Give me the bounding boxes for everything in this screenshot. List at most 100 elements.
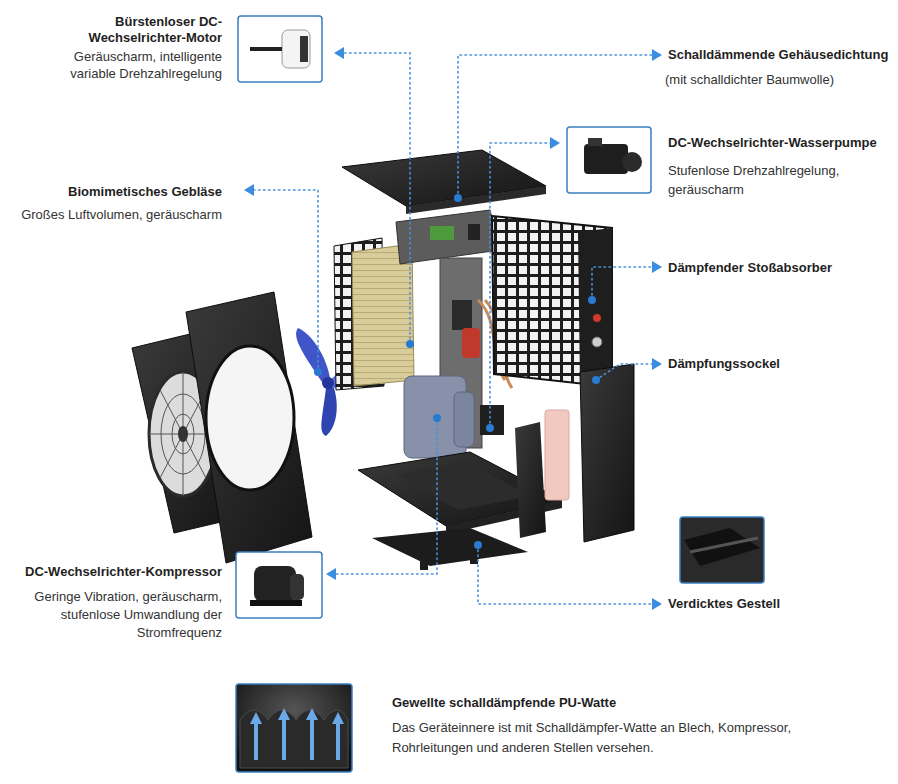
- leader-dots: [314, 194, 600, 549]
- front-grille-part-part: [161, 394, 205, 474]
- leader-lines-part: [334, 418, 437, 574]
- callout-text: Das Geräteinnere ist mit Schalldämpfer-W…: [392, 718, 792, 758]
- base-pan-part: [396, 462, 530, 510]
- fan-blades-part: [296, 328, 330, 382]
- leader-lines-part: [478, 545, 654, 604]
- front-grille-part-part: [160, 390, 206, 478]
- interior-part: [480, 405, 504, 435]
- pump-thumbnail-part: [622, 152, 642, 172]
- motor-thumbnail-part: [282, 30, 310, 68]
- callout-title: Biomimetisches Gebläse: [12, 184, 222, 200]
- interior-part: [452, 300, 472, 330]
- foam-thumbnail-part-part: [306, 708, 318, 760]
- foam-thumbnail-part: [250, 708, 344, 760]
- leader-arrowheads-part: [652, 49, 662, 61]
- foam-thumbnail-part-part: [332, 712, 344, 760]
- foam-thumbnail-part-part: [250, 712, 262, 760]
- control-box: [396, 210, 500, 264]
- front-panel: [186, 292, 312, 563]
- leader-arrowheads-part: [652, 598, 662, 610]
- compressor-thumbnail-part: [236, 552, 322, 618]
- right-grille: [492, 216, 612, 387]
- control-box-part: [468, 224, 480, 240]
- foam-thumbnail-part: [236, 684, 352, 772]
- front-panel-part: [206, 346, 294, 490]
- callout-title: Schalldämmende Gehäusedichtung: [668, 47, 890, 63]
- control-box-part: [430, 226, 454, 240]
- pump-thumbnail-part: [588, 138, 602, 146]
- leader-lines: [252, 53, 654, 604]
- right-grille-part: [492, 216, 612, 387]
- leader-arrowheads-part: [244, 184, 254, 196]
- leader-arrowheads-part: [652, 358, 662, 370]
- foam-thumbnail-part: [240, 710, 348, 768]
- side-parts: [515, 364, 634, 542]
- leader-lines-part: [344, 53, 410, 344]
- top-lid: [342, 150, 546, 214]
- frame-thumbnail: [680, 517, 764, 583]
- callout-title: Bürstenloser DC-Wechselrichter-Motor: [22, 14, 222, 46]
- right-grille-part: [593, 314, 601, 322]
- leader-lines-part: [252, 190, 318, 372]
- leader-dots-part: [588, 296, 596, 304]
- compressor-thumbnail-part: [290, 574, 304, 600]
- foam-thumbnail-part-part: [278, 708, 290, 760]
- leader-lines-part: [592, 267, 654, 300]
- top-lid-part: [406, 186, 546, 214]
- callout-title: DC-Wechselrichter-Kompressor: [7, 564, 222, 580]
- callout-title: DC-Wechselrichter-Wasserpumpe: [668, 135, 890, 151]
- frame-thumbnail-part: [690, 538, 758, 552]
- callout-title: Dämpfender Stoßabsorber: [668, 260, 890, 276]
- leader-arrowheads: [244, 47, 662, 610]
- pump-thumbnail: [567, 127, 651, 193]
- pump-thumbnail-part: [584, 144, 628, 174]
- callout-text: Geräuscharm, intelligente variable Drehz…: [37, 48, 222, 82]
- fan-blades-part: [322, 377, 334, 389]
- callout-text: (mit schalldichter Baumwolle): [665, 72, 887, 88]
- frame-thumbnail-part: [680, 517, 764, 583]
- motor-thumbnail-part: [238, 16, 322, 82]
- leader-lines-part: [458, 55, 654, 198]
- leader-arrowheads-part: [334, 47, 344, 59]
- frame: [372, 528, 528, 570]
- leader-dots-part: [454, 194, 462, 202]
- side-parts-part: [545, 410, 569, 500]
- leader-dots-part: [406, 340, 414, 348]
- front-grille-part: [178, 426, 188, 442]
- callout-title: Verdicktes Gestell: [668, 596, 890, 612]
- side-parts-part: [515, 422, 546, 538]
- compressor-thumbnail: [236, 552, 322, 618]
- leader-arrowheads-part: [326, 568, 336, 580]
- front-panel-part: [186, 292, 312, 563]
- frame-thumbnail-part: [684, 528, 760, 566]
- callout-title: Gewellte schalldämpfende PU-Watte: [392, 695, 792, 711]
- leader-dots-part: [474, 541, 482, 549]
- leader-dots-part: [314, 368, 322, 376]
- callout-text: Geringe Vibration, geräuscharm, stufenlo…: [7, 588, 222, 642]
- frame-part: [372, 528, 528, 566]
- leader-lines-part: [596, 364, 654, 380]
- frame-part: [420, 548, 428, 570]
- front-grille-part-part: [160, 390, 206, 478]
- leader-arrowheads-part: [652, 261, 662, 273]
- motor-thumbnail: [238, 16, 322, 82]
- motor-thumbnail-part: [250, 47, 282, 51]
- control-box-part: [396, 210, 500, 264]
- callout-text: Großes Luftvolumen, geräuscharm: [7, 207, 222, 223]
- leader-lines-part: [490, 143, 552, 428]
- leader-dots-part: [433, 414, 441, 422]
- fan-blades-part: [321, 388, 336, 436]
- right-grille-part: [578, 228, 612, 387]
- callout-title: Dämpfungssockel: [668, 356, 890, 372]
- interior-part: [462, 328, 480, 358]
- foam-thumbnail: [236, 684, 352, 772]
- leader-arrowheads-part: [550, 137, 560, 149]
- interior-part: [454, 392, 474, 447]
- compressor-thumbnail-part: [254, 566, 296, 602]
- pump-thumbnail-part: [567, 127, 651, 193]
- leader-dots-part: [486, 424, 494, 432]
- right-grille-part: [592, 337, 602, 347]
